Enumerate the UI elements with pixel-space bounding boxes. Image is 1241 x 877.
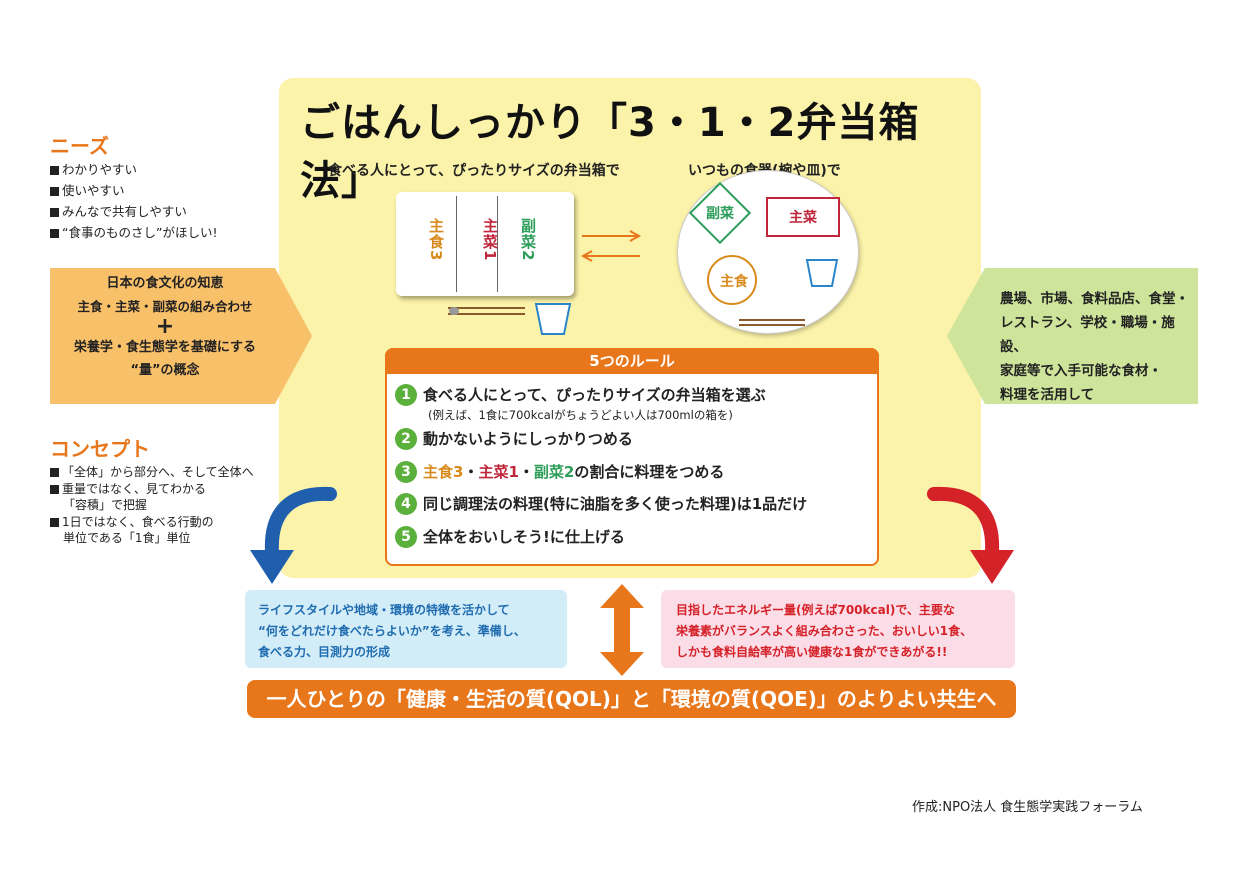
- chopsticks-cup-icon: [448, 303, 572, 335]
- concept-list: 「全体」から部分へ、そして全体へ 重量ではなく、見てわかる 「容積」で把握 1日…: [50, 464, 254, 547]
- list-item: 重量ではなく、見てわかる: [50, 481, 254, 498]
- list-item: 1日ではなく、食べる行動の: [50, 514, 254, 531]
- pink-box: [661, 590, 1015, 668]
- double-arrow-icon: [600, 584, 644, 676]
- needs-list: わかりやすい 使いやすい みんなで共有しやすい “食事のものさし”がほしい!: [50, 159, 217, 243]
- plate-dishes: [688, 181, 840, 326]
- right-arrow-shape: [947, 268, 1198, 404]
- pink-box-text: 目指したエネルギー量(例えば700kcal)で、主要な 栄養素がバランスよく組み…: [676, 603, 973, 659]
- bento-cell-shushoku: 主食3: [427, 218, 445, 262]
- rules-box: [385, 348, 879, 566]
- plate-fukusai: 副菜: [706, 206, 734, 222]
- exchange-arrows-icon: [580, 230, 642, 262]
- blue-box: [245, 590, 567, 668]
- list-item: みんなで共有しやすい: [50, 201, 217, 222]
- credit: 作成:NPO法人 食生態学実践フォーラム: [912, 800, 1143, 815]
- bottom-banner: 一人ひとりの「健康・生活の質(QOL)」と「環境の質(QOE)」のよりよい共生へ: [247, 680, 1016, 718]
- bento-cell-fukusai: 副菜2: [519, 218, 537, 262]
- plate-shushoku: 主食: [720, 274, 748, 290]
- list-item: 「全体」から部分へ、そして全体へ: [50, 464, 254, 481]
- list-item: “食事のものさし”がほしい!: [50, 222, 217, 243]
- bento-heading: 食べる人にとって、ぴったりサイズの弁当箱で: [328, 163, 620, 179]
- rule-1-note: (例えば、1食に700kcalがちょうどよい人は700mlの箱を): [428, 408, 733, 422]
- list-item: 使いやすい: [50, 180, 217, 201]
- list-item: 「容積」で把握: [63, 498, 148, 512]
- red-curved-arrow-icon: [927, 486, 1014, 584]
- plate-shusai: 主菜: [789, 210, 817, 226]
- list-item: わかりやすい: [50, 159, 217, 180]
- left-arrow-text: 日本の食文化の知恵 主食・主菜・副菜の組み合わせ + 栄養学・食生態学を基礎にす…: [73, 276, 257, 378]
- bento-cell-shusai: 主菜1: [481, 218, 499, 262]
- blue-curved-arrow-icon: [250, 486, 337, 584]
- left-arrow-shape: [50, 268, 312, 404]
- bento-box: 主食3 主菜1 副菜2: [396, 192, 574, 296]
- list-item: 単位である「1食」単位: [63, 531, 191, 545]
- page-title: ごはんしっかり「3・1・2弁当箱法」: [300, 100, 920, 204]
- needs-heading: ニーズ: [50, 134, 109, 158]
- blue-box-text: ライフスタイルや地域・環境の特徴を活かして “何をどれだけ食べたらよいか”を考え…: [258, 603, 526, 659]
- concept-heading: コンセプト: [50, 437, 150, 461]
- right-arrow-text: 農場、市場、食料品店、食堂・ レストラン、学校・職場・施設、 家庭等で入手可能な…: [1000, 291, 1189, 403]
- rules-heading: 5つのルール: [385, 348, 879, 374]
